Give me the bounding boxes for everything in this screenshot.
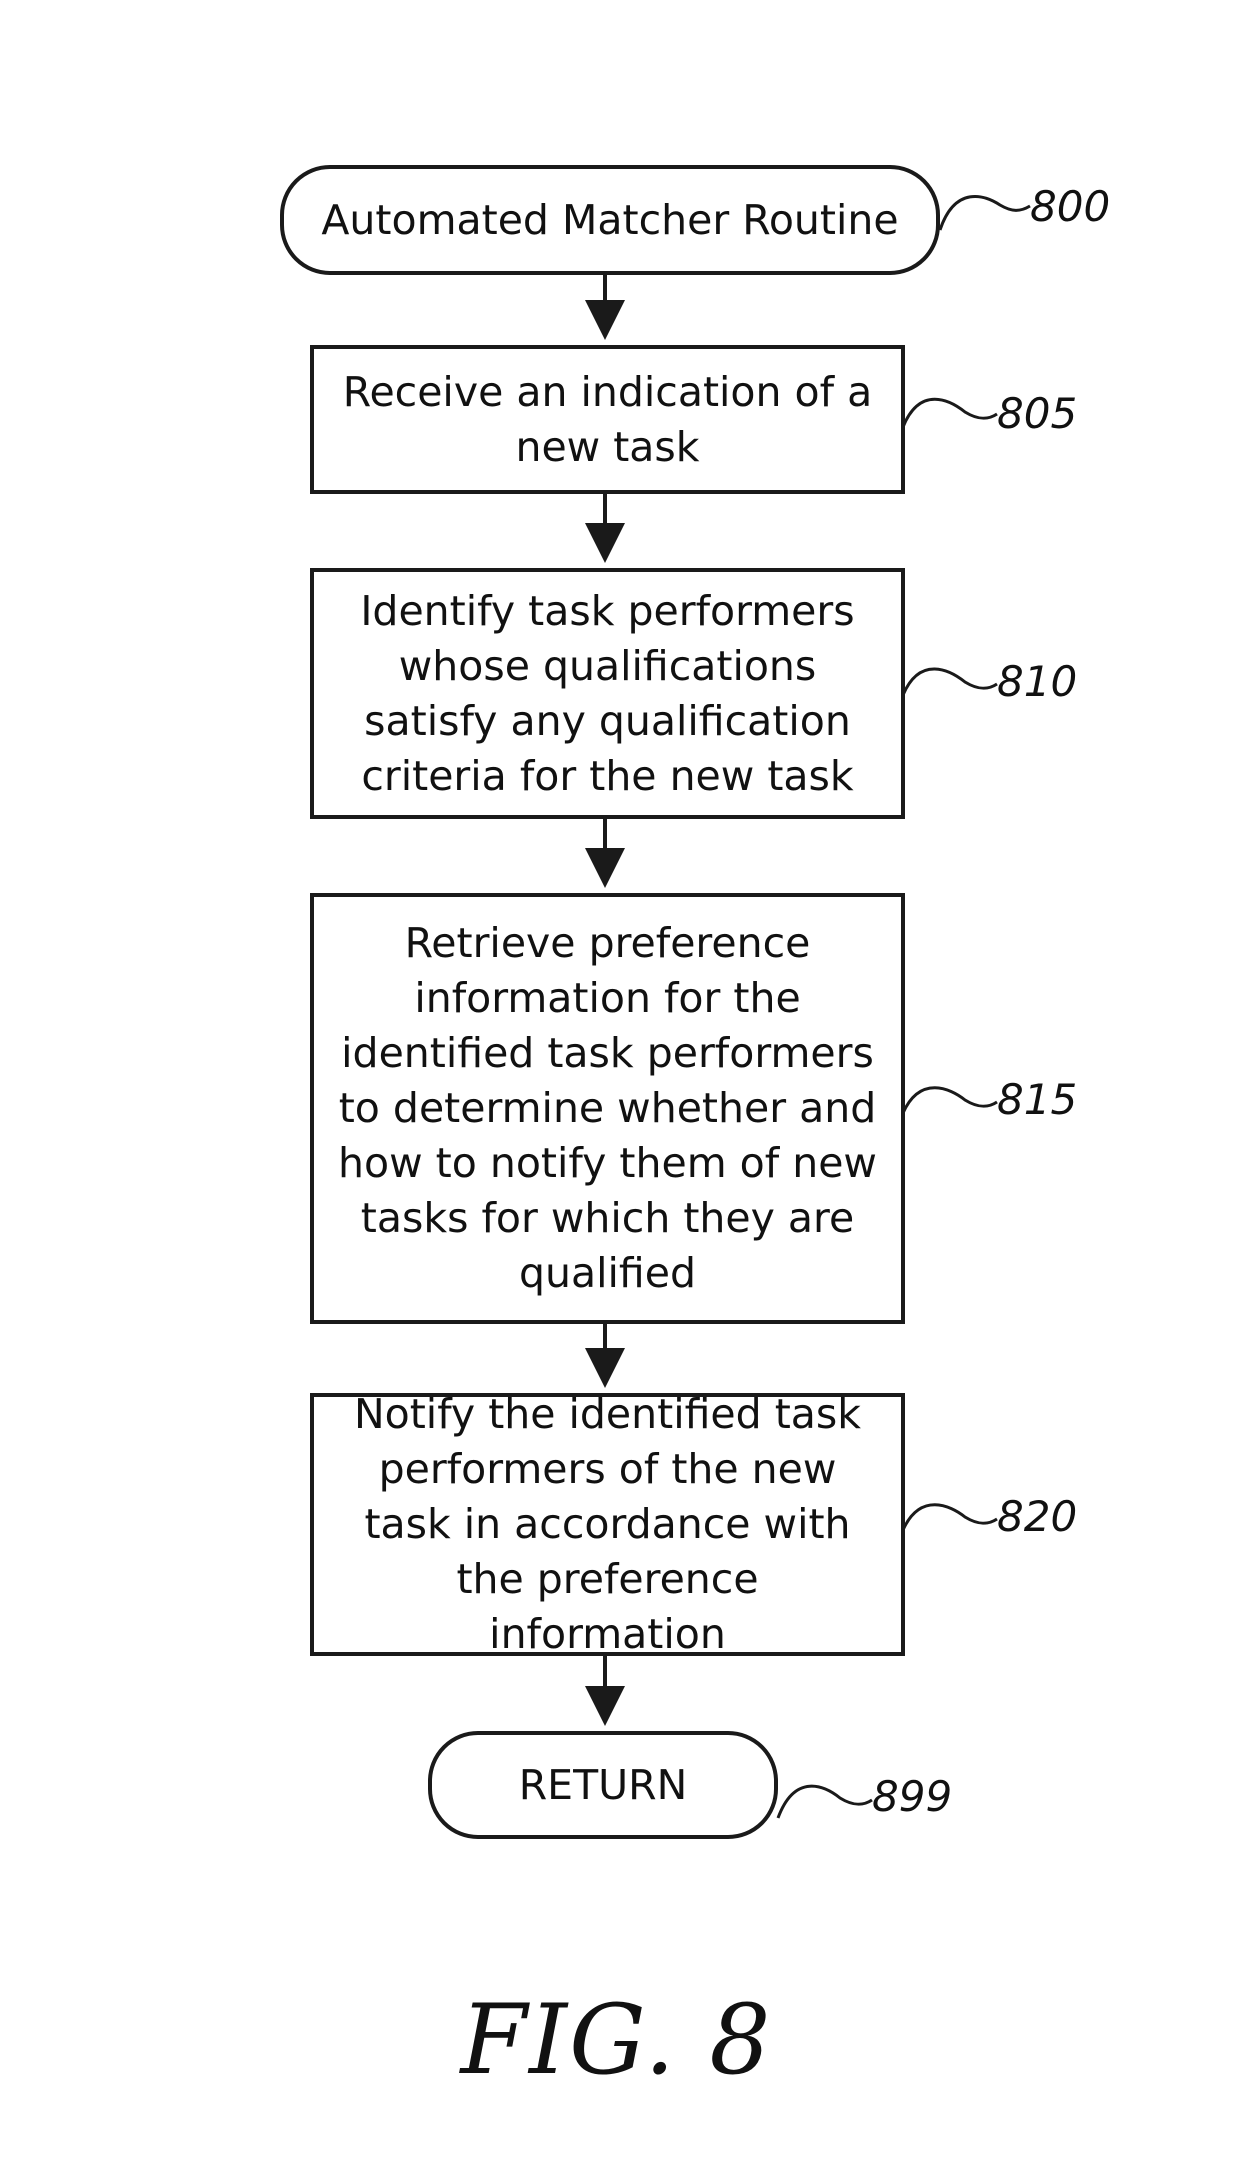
leader-line-800	[940, 196, 1030, 230]
leader-line-820	[903, 1505, 997, 1530]
step-box-810: Identify task performers whose qualifica…	[310, 568, 905, 819]
step-820-label: Notify the identified task performers of…	[332, 1387, 883, 1662]
leader-line-899	[778, 1786, 872, 1818]
step-box-820: Notify the identified task performers of…	[310, 1393, 905, 1656]
ref-number-815: 815	[997, 1076, 1077, 1124]
return-terminal: RETURN	[428, 1731, 778, 1839]
leader-line-810	[903, 669, 997, 695]
ref-number-805: 805	[997, 390, 1077, 438]
step-box-815: Retrieve preference information for the …	[310, 893, 905, 1324]
step-box-805: Receive an indication of a new task	[310, 345, 905, 494]
ref-number-800: 800	[1030, 183, 1110, 231]
ref-number-820: 820	[997, 1493, 1077, 1541]
leader-line-815	[903, 1088, 997, 1113]
ref-number-810: 810	[997, 658, 1077, 706]
step-810-label: Identify task performers whose qualifica…	[332, 584, 883, 804]
return-terminal-label: RETURN	[519, 1758, 688, 1813]
leader-line-805	[903, 399, 997, 427]
step-815-label: Retrieve preference information for the …	[332, 916, 883, 1301]
start-terminal: Automated Matcher Routine	[280, 165, 940, 275]
start-terminal-label: Automated Matcher Routine	[321, 193, 898, 248]
ref-number-899: 899	[872, 1773, 952, 1821]
figure-label: FIG. 8	[0, 1985, 1233, 2095]
step-805-label: Receive an indication of a new task	[332, 365, 883, 475]
